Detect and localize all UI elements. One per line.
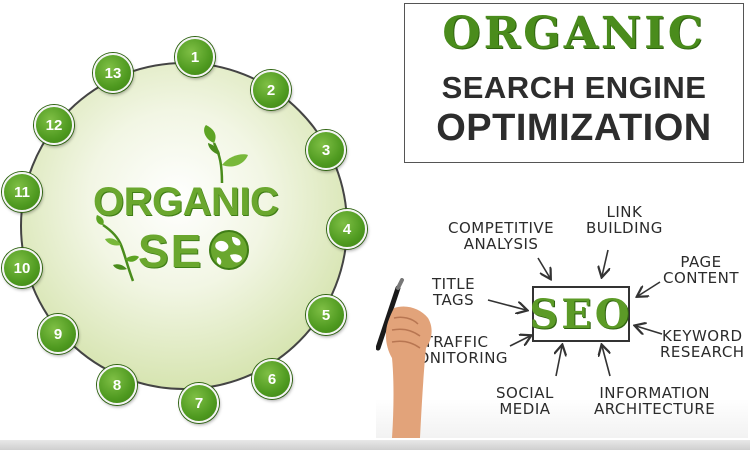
wheel-node-3[interactable]: 3	[306, 130, 346, 170]
label-social-media: SOCIAL MEDIA	[496, 385, 554, 417]
label-page-content: PAGE CONTENT	[663, 254, 739, 286]
label-line: ARCHITECTURE	[594, 400, 716, 418]
label-line: KEYWORD	[662, 327, 743, 345]
label-line: CONTENT	[663, 269, 740, 287]
globe-icon	[209, 230, 249, 270]
wheel-node-12[interactable]: 12	[34, 105, 74, 145]
arrow-link	[602, 249, 608, 276]
seo-arrows	[487, 249, 663, 377]
wheel-node-11[interactable]: 11	[2, 172, 42, 212]
label-line: TAGS	[432, 291, 475, 309]
seo-whiteboard: SEO COMPETITIVE ANALYSIS LINK BUILDING P…	[376, 178, 748, 438]
label-link-building: LINK BUILDING	[586, 204, 663, 236]
label-line: LINK	[606, 203, 643, 221]
label-line: SOCIAL	[496, 384, 554, 402]
label-line: COMPETITIVE	[448, 219, 555, 237]
label-competitive-analysis: COMPETITIVE ANALYSIS	[448, 220, 554, 252]
label-line: BUILDING	[586, 219, 663, 237]
label-line: INFORMATION	[599, 384, 710, 402]
bottom-shadow	[0, 440, 750, 450]
arrow-page	[638, 281, 661, 296]
wheel-node-5[interactable]: 5	[306, 295, 346, 335]
arrow-information	[602, 346, 611, 377]
wheel-node-9[interactable]: 9	[38, 314, 78, 354]
seo-word: SE	[138, 225, 204, 277]
organic-word: ORGANIC	[93, 180, 279, 224]
label-traffic-monitoring: TRAFFIC MONITORING	[404, 334, 508, 366]
organic-seo-wheel: ORGANIC SE 1 2 3 4 5 6 7 8 9 10 11 12 13	[2, 37, 367, 423]
label-line: TITLE	[432, 275, 476, 293]
label-keyword-research: KEYWORD RESEARCH	[660, 328, 745, 360]
title-search-engine: SEARCH ENGINE	[441, 70, 707, 105]
wheel-node-4[interactable]: 4	[327, 209, 367, 249]
arrow-traffic	[509, 336, 530, 347]
wheel-node-2[interactable]: 2	[251, 70, 291, 110]
label-line: ANALYSIS	[463, 235, 539, 253]
arrow-keyword	[636, 326, 663, 334]
arrow-competitive	[537, 257, 550, 278]
organic-seo-title-box: ORGANIC SEARCH ENGINE OPTIMIZATION	[404, 3, 744, 163]
wheel-node-13[interactable]: 13	[93, 53, 133, 93]
wheel-node-10[interactable]: 10	[2, 248, 42, 288]
label-line: MEDIA	[499, 400, 551, 418]
title-optimization: OPTIMIZATION	[436, 107, 712, 149]
label-title-tags: TITLE TAGS	[432, 276, 475, 308]
wheel-node-8[interactable]: 8	[97, 365, 137, 405]
hand-with-marker-icon	[376, 278, 432, 438]
vine-icon	[96, 215, 139, 282]
title-organic: ORGANIC	[442, 8, 706, 59]
label-line: MONITORING	[404, 349, 509, 367]
seo-center-box: SEO	[529, 286, 630, 342]
arrow-title	[487, 299, 526, 310]
label-information-architecture: INFORMATION ARCHITECTURE	[594, 385, 715, 417]
wheel-node-1[interactable]: 1	[175, 37, 215, 77]
label-line: TRAFFIC	[423, 333, 489, 351]
wheel-node-7[interactable]: 7	[179, 383, 219, 423]
arrow-social	[556, 346, 562, 377]
wheel-node-6[interactable]: 6	[252, 359, 292, 399]
label-line: RESEARCH	[660, 343, 745, 361]
label-line: PAGE	[680, 253, 722, 271]
sprout-icon	[204, 125, 248, 184]
